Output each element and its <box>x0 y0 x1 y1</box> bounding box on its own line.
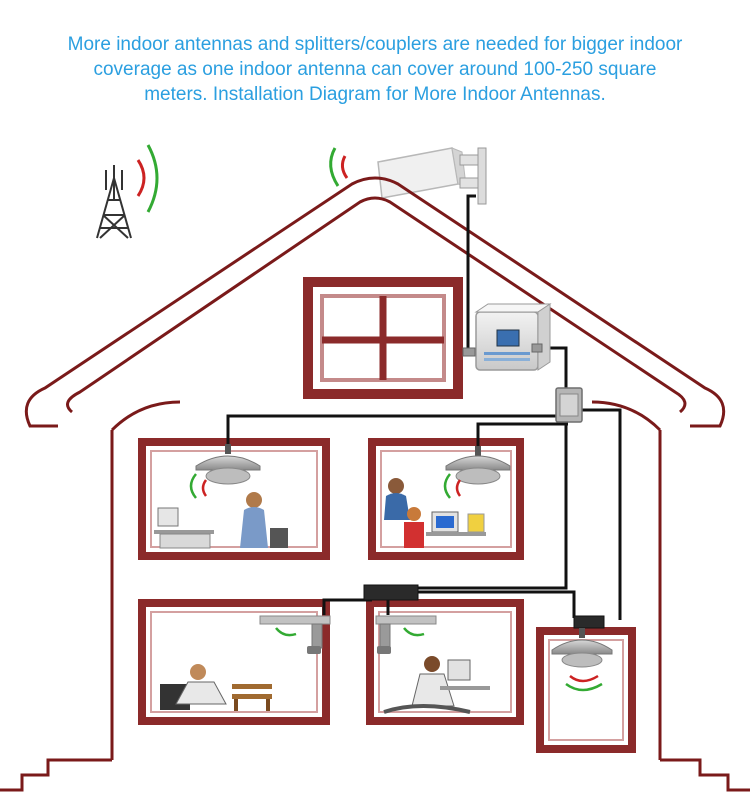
office-worker-scene <box>154 492 288 549</box>
house-walls <box>110 400 662 760</box>
caption-line-3: meters. Installation Diagram for More In… <box>144 84 606 105</box>
coupler-icon <box>363 584 605 629</box>
office-team-scene <box>384 478 486 548</box>
panel-antenna-icon <box>375 615 437 654</box>
tower-signal-waves-icon <box>136 144 159 213</box>
caption-line-1: More indoor antennas and splitters/coupl… <box>67 34 683 55</box>
booster-connectors <box>462 343 543 357</box>
cell-tower-icon <box>96 165 132 239</box>
diagram-caption: More indoor antennas and splitters/coupl… <box>20 32 730 107</box>
house-base <box>0 758 750 792</box>
ceiling-antenna-icon <box>195 444 261 485</box>
caption-line-2: coverage as one indoor antenna can cover… <box>93 59 657 80</box>
lounge-scene <box>160 664 272 711</box>
house-roof <box>24 176 726 428</box>
attic-window <box>303 277 463 399</box>
outdoor-antenna-signal-waves-icon <box>329 147 349 187</box>
indoor-signal-waves-icon <box>189 473 603 692</box>
call-center-scene <box>383 656 490 714</box>
signal-booster-icon <box>474 303 552 371</box>
splitter-icon <box>555 387 583 423</box>
ceiling-antenna-icon <box>551 628 613 668</box>
ceiling-antenna-icon <box>445 446 511 485</box>
panel-antenna-icon <box>259 615 331 654</box>
